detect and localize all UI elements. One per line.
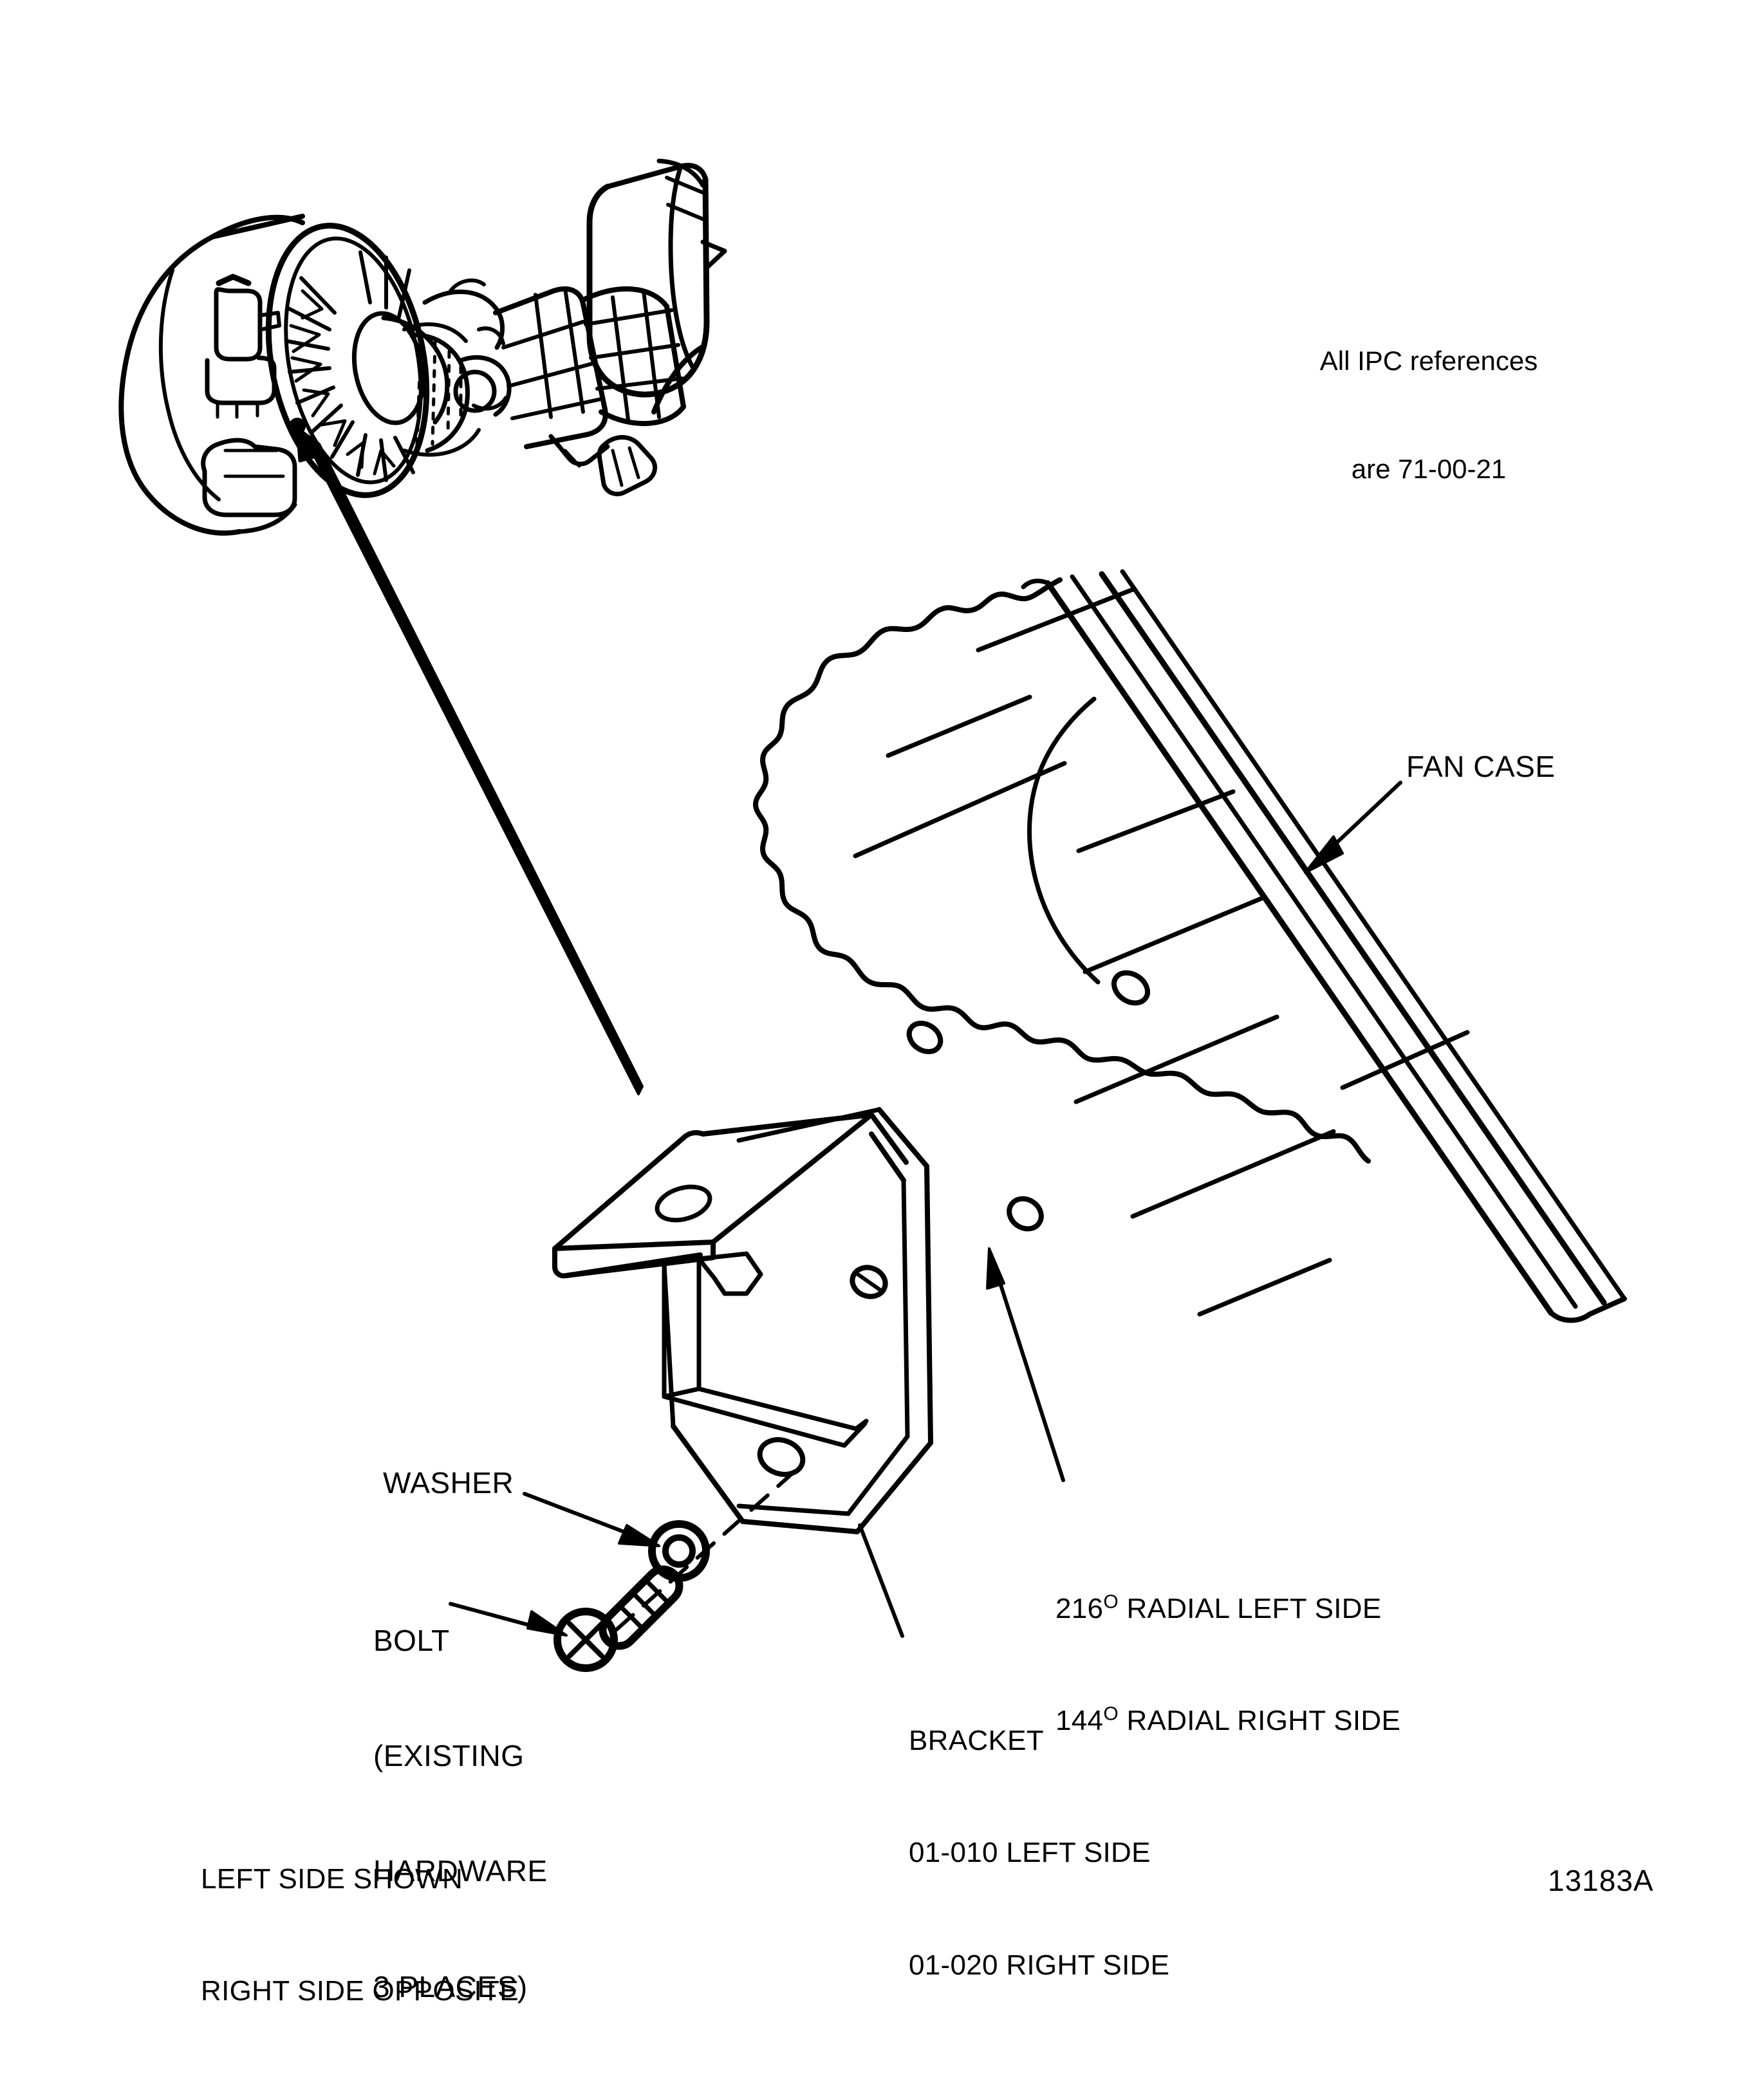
fan-case-leader bbox=[1304, 781, 1402, 874]
callout-bracket-left: 01-010 LEFT SIDE bbox=[909, 1837, 1151, 1869]
radial-left-text: RADIAL LEFT SIDE bbox=[1118, 1593, 1382, 1625]
callout-bracket-title: BRACKET bbox=[909, 1725, 1044, 1757]
callout-bolt-line-4: 3 PLACES) bbox=[373, 1969, 528, 2003]
ipc-reference-note: All IPC references are 71-00-21 bbox=[1294, 270, 1564, 524]
engine-illustration bbox=[118, 158, 727, 536]
callout-leaders bbox=[449, 781, 1402, 1638]
hardware-parts bbox=[553, 1464, 803, 1672]
radial-right-value: 144 bbox=[1055, 1705, 1104, 1737]
radial-left-side-line: 216O RADIAL LEFT SIDE bbox=[1055, 1590, 1400, 1628]
side-note-line-2: RIGHT SIDE OPPOSITE bbox=[201, 1975, 519, 2007]
side-note-line-1: LEFT SIDE SHOWN bbox=[201, 1863, 463, 1895]
callout-washer: WASHER bbox=[383, 1466, 514, 1500]
bracket-leader bbox=[858, 1523, 904, 1638]
callout-fan-case: FAN CASE bbox=[1406, 750, 1556, 783]
radial-left-value: 216 bbox=[1055, 1593, 1104, 1625]
ipc-note-line-2: are 71-00-21 bbox=[1351, 454, 1507, 485]
degree-symbol-icon: O bbox=[1103, 1591, 1119, 1613]
callout-bolt: BOLT (EXISTING HARDWARE 3 PLACES) bbox=[373, 1545, 548, 2045]
figure-number: 13183A bbox=[1548, 1864, 1654, 1897]
washer-leader bbox=[523, 1492, 660, 1547]
radial-leader bbox=[986, 1247, 1065, 1482]
callout-bolt-line-1: BOLT bbox=[373, 1623, 450, 1657]
callout-bolt-line-3: HARDWARE bbox=[373, 1854, 548, 1888]
bracket-part bbox=[552, 1107, 933, 1534]
bolt-part bbox=[553, 1565, 683, 1672]
fan-case-panel bbox=[753, 569, 1627, 1323]
ipc-note-line-1: All IPC references bbox=[1319, 345, 1538, 376]
detail-leader-line bbox=[295, 425, 644, 1095]
callout-radial-position: 216O RADIAL LEFT SIDE 144O RADIAL RIGHT … bbox=[1055, 1516, 1400, 1778]
bolt-leader bbox=[449, 1602, 568, 1637]
callout-bracket-right: 01-020 RIGHT SIDE bbox=[909, 1949, 1170, 1981]
side-orientation-note: LEFT SIDE SHOWN RIGHT SIDE OPPOSITE bbox=[201, 1786, 519, 2048]
radial-right-text: RADIAL RIGHT SIDE bbox=[1118, 1705, 1401, 1737]
radial-right-side-line: 144O RADIAL RIGHT SIDE bbox=[1055, 1702, 1400, 1740]
callout-bolt-line-2: (EXISTING bbox=[373, 1738, 525, 1772]
degree-symbol-icon: O bbox=[1103, 1703, 1119, 1725]
callout-bracket: BRACKET 01-010 LEFT SIDE 01-020 RIGHT SI… bbox=[909, 1648, 1169, 2021]
